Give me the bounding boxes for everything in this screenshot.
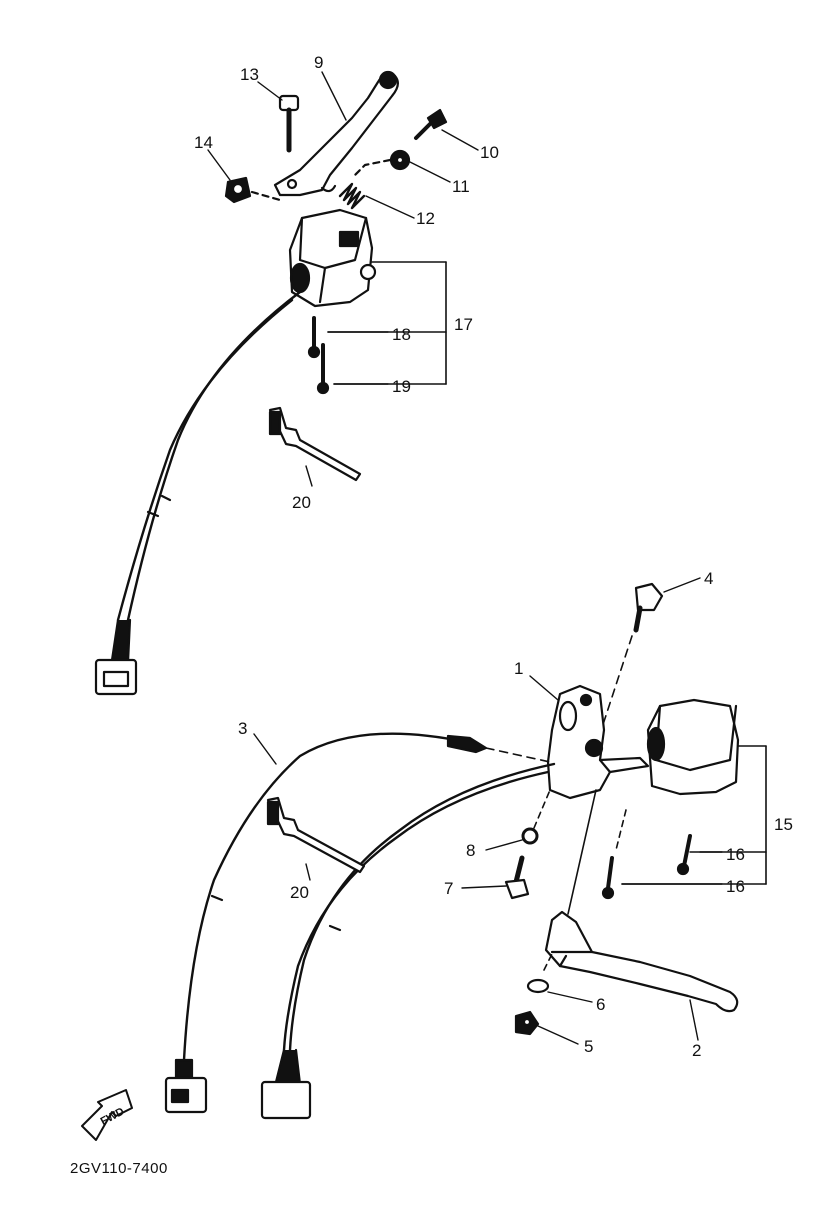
switch-housing-lower [646, 698, 740, 796]
nut-11 [389, 149, 411, 171]
screw-16-a [676, 834, 692, 876]
screw-16-b [601, 856, 615, 900]
part-number-labels: 13 9 14 10 11 12 17 18 19 20 4 1 3 15 16… [99, 53, 793, 1128]
bolt-4 [633, 582, 664, 633]
bolt-13 [278, 94, 300, 153]
nut-5 [514, 1010, 540, 1036]
part-label-10: 10 [480, 143, 499, 162]
screw-10 [414, 108, 448, 140]
lever-holder [546, 684, 650, 800]
leader-lines [207, 71, 723, 1045]
spring-12 [338, 182, 366, 210]
switch-housing-upper [288, 208, 377, 308]
part-label-4: 4 [704, 569, 713, 588]
diagram-code: 2GV110-7400 [70, 1160, 168, 1177]
part-label-1: 1 [514, 659, 523, 678]
washer-8 [521, 827, 539, 845]
part-label-2: 2 [692, 1041, 701, 1060]
part-label-19: 19 [392, 377, 411, 396]
clutch-cable [164, 732, 551, 1114]
part-label-16-b: 16 [726, 877, 745, 896]
part-label-14: 14 [194, 133, 213, 152]
cable-tie-upper [268, 406, 362, 482]
screw-18 [307, 316, 321, 359]
part-label-20-lower: 20 [290, 883, 309, 902]
part-label-20-upper: 20 [292, 493, 311, 512]
part-label-12: 12 [416, 209, 435, 228]
part-label-11: 11 [452, 177, 470, 196]
washer-6 [526, 978, 550, 994]
forward-arrow-icon [81, 1089, 133, 1141]
cable-tie-lower [266, 796, 366, 874]
brake-lever-upper [273, 70, 399, 197]
nut-14 [224, 176, 252, 204]
part-label-16-a: 16 [726, 845, 745, 864]
part-label-9: 9 [314, 53, 323, 72]
part-label-13: 13 [240, 65, 259, 84]
part-label-6: 6 [596, 995, 605, 1014]
bolt-7 [504, 855, 530, 900]
part-label-5: 5 [584, 1037, 593, 1056]
part-label-18: 18 [392, 325, 411, 344]
part-label-8: 8 [466, 841, 475, 860]
part-label-3: 3 [238, 719, 247, 738]
part-label-15: 15 [774, 815, 793, 834]
wire-harness-upper [94, 290, 302, 696]
screw-19 [316, 343, 330, 395]
part-label-7: 7 [444, 879, 453, 898]
clutch-lever-lower [544, 910, 739, 1013]
wire-harness-lower [260, 762, 556, 1120]
part-label-17: 17 [454, 315, 473, 334]
